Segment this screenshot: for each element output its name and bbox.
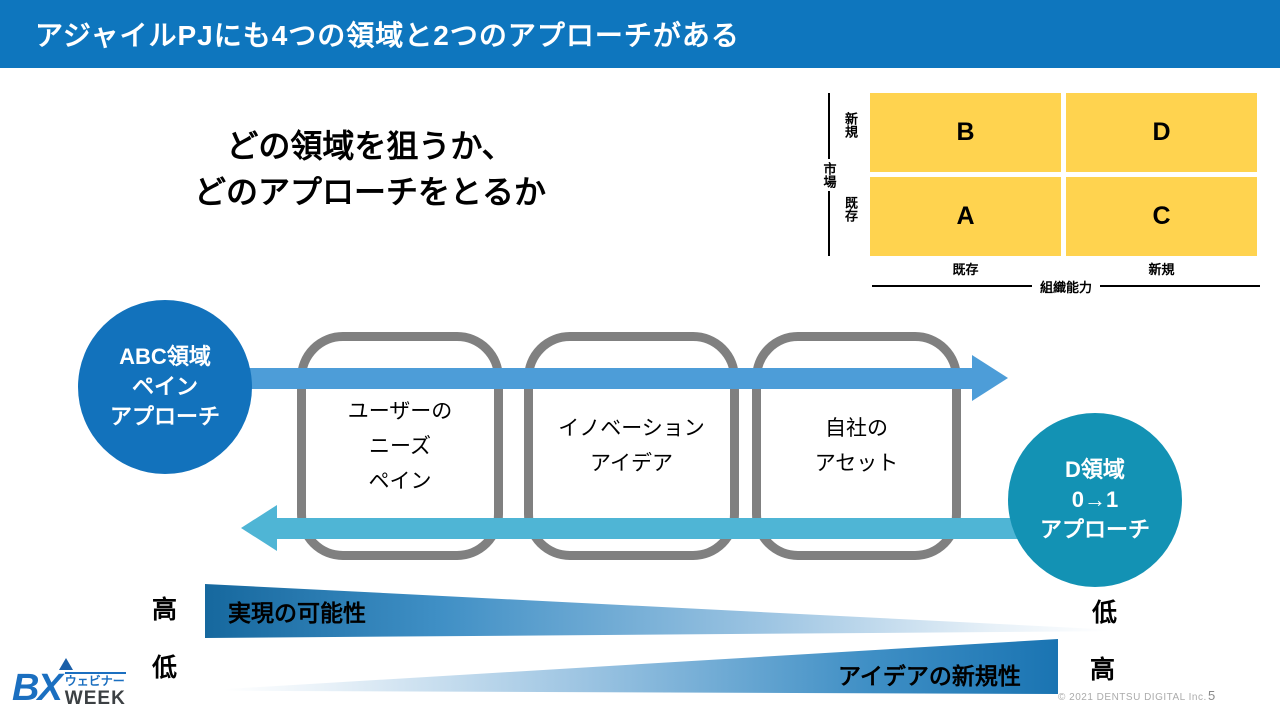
circle-line: ペイン [131,374,198,399]
abc-area-pain-approach-circle: ABC領域 ペイン アプローチ [78,300,252,474]
page-number: 5 [1208,688,1216,703]
novelty-label: アイデアの新規性 [838,663,1021,689]
bx-logo-text: BX [12,658,73,710]
flow-box-line: ニーズ [369,434,431,458]
matrix-x-axis: 組織能力 [872,277,1261,295]
matrix-cell-d: D [1066,93,1257,172]
circle-line: ABC領域 [119,344,211,369]
feasibility-right-level: 低 [1092,599,1118,627]
logo-webinar-text: ウェビナー [64,672,126,688]
pain-approach-arrow [218,368,974,389]
matrix-y-axis: 市場 [821,93,837,256]
flow-box-user-needs: ユーザーの ニーズ ペイン [297,332,503,560]
circle-line: D領域 [1065,457,1125,482]
subtitle: どの領域を狙うか、 どのアプローチをとるか [150,123,590,215]
circle-line: 0→1 [1071,487,1119,512]
circle-line: アプローチ [1039,517,1150,542]
y-tick-existing: 既存 [843,196,858,222]
feasibility-label: 実現の可能性 [228,600,366,626]
x-axis-line-left [872,285,1032,287]
novelty-left-level: 低 [152,654,178,682]
flow-box-innovation-idea: イノベーション アイデア [524,332,739,560]
header-bar: アジャイルPJにも4つの領域と2つのアプローチがある [0,0,1280,68]
matrix-cell-b: B [870,93,1061,172]
flow-box-line: アセット [814,452,899,475]
y-axis-line-top [828,93,830,159]
y-axis-label: 市場 [821,161,837,188]
flow-box-company-assets: 自社の アセット [752,332,961,560]
y-tick-new: 新規 [843,112,858,138]
flow-box-line: ペイン [368,469,432,493]
matrix-cell-a: A [870,177,1061,256]
copyright: © 2021 DENTSU DIGITAL Inc. [1058,692,1207,703]
flow-box-line: 自社の [825,417,888,440]
logo-week-text: WEEK [64,688,126,709]
matrix-grid: B D A C [870,93,1257,256]
logo-right-block: ウェビナー WEEK [64,672,126,710]
flow-box-line: アイデア [590,452,673,475]
x-axis-label: 組織能力 [1040,279,1093,295]
d-area-zero-to-one-approach-circle: D領域 0→1 アプローチ [1008,413,1182,587]
flow-box-line: イノベーション [558,417,705,440]
x-tick-new: 新規 [1148,262,1175,277]
right-arrowhead-icon [972,355,1008,401]
left-arrowhead-icon [241,505,277,551]
feasibility-left-level: 高 [152,596,178,624]
subtitle-line-1: どの領域を狙うか、 [226,128,514,164]
up-arrow-icon [59,658,73,670]
flow-box-line: ユーザーの [347,399,453,423]
matrix-cell-c: C [1066,177,1257,256]
x-tick-existing: 既存 [952,262,979,277]
subtitle-line-2: どのアプローチをとるか [193,174,546,210]
slide-title: アジャイルPJにも4つの領域と2つのアプローチがある [35,20,740,51]
zero-to-one-approach-arrow [277,518,1080,539]
circle-line: アプローチ [109,404,220,429]
bx-week-logo: BX ウェビナー WEEK [12,658,126,710]
y-axis-line-bottom [828,190,830,256]
novelty-right-level: 高 [1090,656,1116,684]
x-axis-line-right [1100,285,1261,287]
